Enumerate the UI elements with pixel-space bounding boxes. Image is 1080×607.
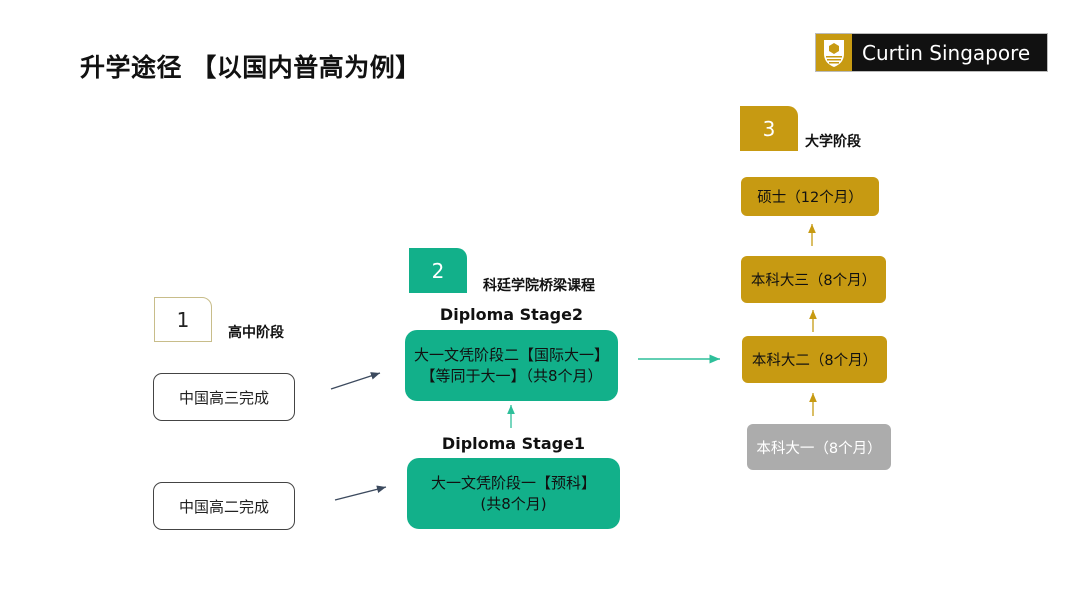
diploma-stage2-line1: 大一文凭阶段二【国际大一】 — [413, 345, 609, 364]
page-title: 升学途径 【以国内普高为例】 — [80, 53, 421, 82]
stage1-number-badge: 1 — [154, 297, 212, 342]
diploma-stage1-box: 大一文凭阶段一【预科】 (共8个月) — [407, 458, 620, 529]
masters-box: 硕士（12个月） — [741, 177, 879, 216]
diploma-stage2-title: Diploma Stage2 — [439, 305, 584, 324]
high-school-grade2-box: 中国高二完成 — [153, 482, 295, 530]
logo-text: Curtin Singapore — [862, 40, 1031, 65]
arrow-grade2-to-diploma1 — [334, 485, 387, 501]
diploma-stage1-title: Diploma Stage1 — [441, 434, 586, 453]
bachelor-year3-box: 本科大三（8个月） — [741, 256, 886, 303]
high-school-grade3-box: 中国高三完成 — [153, 373, 295, 421]
curtin-shield-icon — [816, 34, 852, 71]
stage3-number-badge: 3 — [740, 106, 798, 151]
stage3-label: 大学阶段 — [805, 134, 861, 150]
diploma-stage1-line1: 大一文凭阶段一【预科】 — [430, 473, 596, 492]
stage1-label: 高中阶段 — [228, 325, 284, 341]
bachelor-year2-box: 本科大二（8个月） — [742, 336, 887, 383]
bachelor-year1-box: 本科大一（8个月） — [747, 424, 891, 470]
diploma-stage2-box: 大一文凭阶段二【国际大一】 【等同于大一】（共8个月） — [405, 330, 618, 401]
stage2-label: 科廷学院桥梁课程 — [483, 278, 595, 294]
stage2-number-badge: 2 — [409, 248, 467, 293]
diploma-stage1-line2: (共8个月) — [480, 494, 547, 513]
curtin-logo: Curtin Singapore — [815, 33, 1048, 72]
arrow-grade3-to-diploma2 — [330, 372, 381, 390]
diploma-stage2-line2: 【等同于大一】（共8个月） — [420, 366, 603, 385]
